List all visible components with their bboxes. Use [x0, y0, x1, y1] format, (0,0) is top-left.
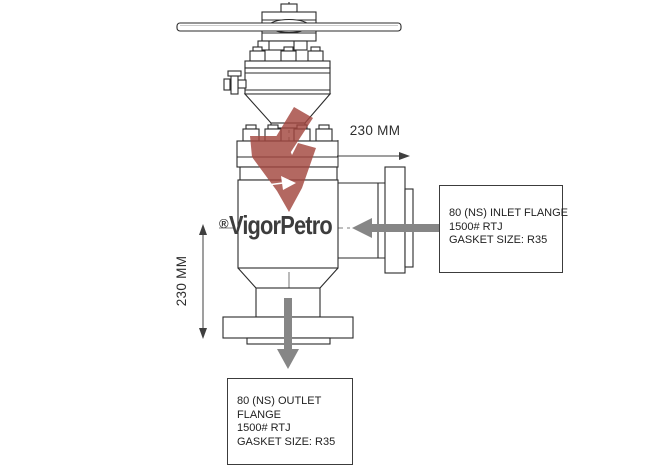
registered-trademark-icon: ® [219, 216, 229, 231]
inlet-line-1: 80 (NS) INLET FLANGE [449, 207, 568, 219]
inlet-flow-arrow-icon [352, 218, 439, 238]
dimension-arrow-horizontal [337, 140, 410, 167]
dimension-arrow-vertical [199, 224, 207, 339]
outlet-line-2: FLANGE [237, 408, 282, 421]
outlet-flange-label-box: 80 (NS) OUTLET FLANGE 1500# RTJ GASKET S… [227, 378, 353, 465]
valve-yoke [249, 40, 324, 62]
inlet-line-2: 1500# RTJ [449, 220, 503, 233]
outlet-line-1: 80 (NS) OUTLET [237, 395, 322, 407]
brand-name: VigorPetro [228, 210, 333, 240]
inlet-line-3: GASKET SIZE: R35 [449, 234, 548, 246]
grease-fitting [223, 70, 247, 95]
inlet-flange-label-box: 80 (NS) INLET FLANGE 1500# RTJ GASKET SI… [439, 185, 568, 273]
outlet-line-4: GASKET SIZE: R35 [237, 435, 336, 448]
outlet-line-3: 1500# RTJ [237, 422, 291, 434]
outlet-flow-arrow-icon [277, 298, 299, 369]
valve-lever-handle [176, 22, 402, 32]
section-leader-arrow [266, 176, 296, 190]
dimension-label-vertical: 230 MM [174, 255, 189, 307]
dimension-label-horizontal: 230 MM [349, 123, 401, 138]
valve-bonnet [223, 60, 332, 129]
watermark-brand-text: ®VigorPetro [219, 210, 351, 241]
watermark-logo-icon [250, 107, 316, 212]
valve-stem-housing [261, 2, 317, 42]
